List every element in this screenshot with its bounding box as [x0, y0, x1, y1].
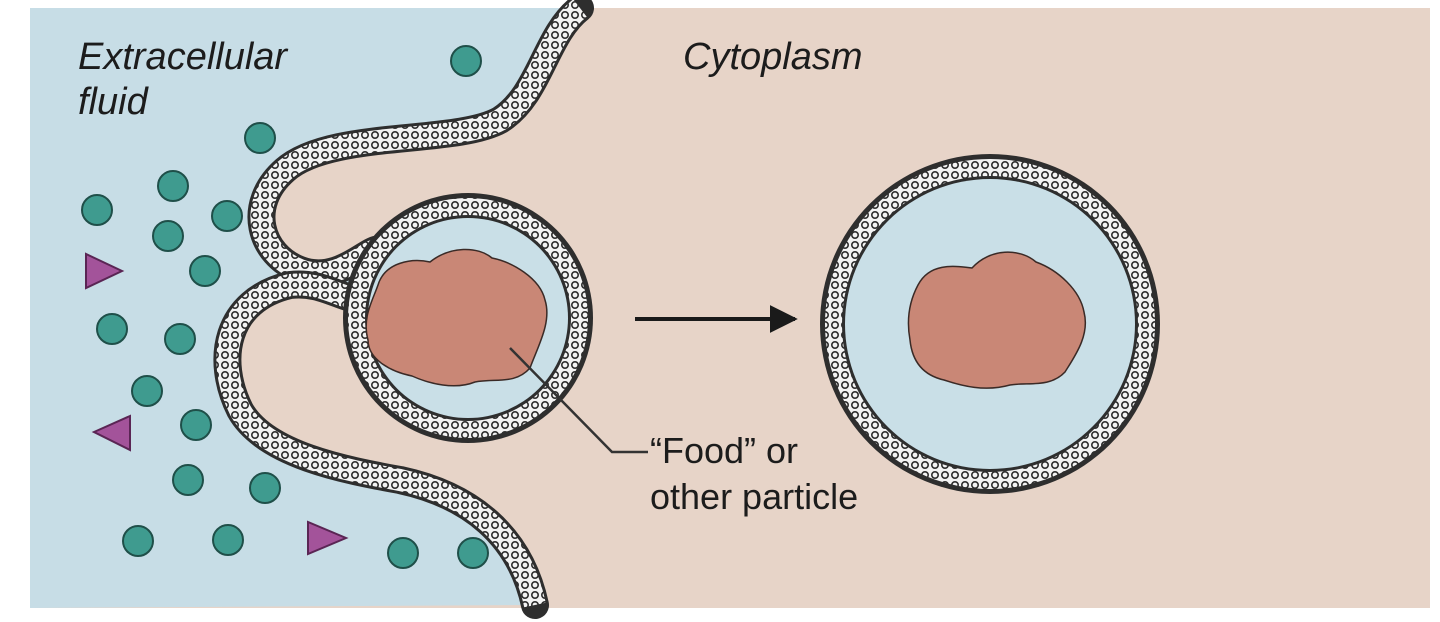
- molecule-triangle: [307, 520, 349, 556]
- molecule-circle: [212, 524, 244, 556]
- molecule-circle: [164, 323, 196, 355]
- food-particle-left: [365, 248, 548, 387]
- extracellular-label-line2: fluid: [78, 81, 150, 123]
- extracellular-molecules: [81, 45, 489, 569]
- extracellular-label-line1: Extracellular: [78, 36, 288, 78]
- molecule-circle: [152, 220, 184, 252]
- molecule-circle: [189, 255, 221, 287]
- particle-label-line2: other particle: [650, 476, 858, 517]
- molecule-circle: [249, 472, 281, 504]
- molecule-circle: [180, 409, 212, 441]
- molecule-triangle: [91, 414, 131, 452]
- molecule-circle: [387, 537, 419, 569]
- molecule-circle: [457, 537, 489, 569]
- cytoplasm-label: Cytoplasm: [683, 36, 863, 78]
- extracellular-region: [30, 8, 580, 608]
- molecule-circle: [450, 45, 482, 77]
- molecule-circle: [131, 375, 163, 407]
- molecule-circle: [244, 122, 276, 154]
- particle-label-line1: “Food” or: [650, 430, 798, 471]
- molecule-circle: [122, 525, 154, 557]
- molecule-circle: [157, 170, 189, 202]
- molecule-circle: [96, 313, 128, 345]
- particle-leader-line: [509, 347, 648, 454]
- molecule-circle: [81, 194, 113, 226]
- molecule-circle: [172, 464, 204, 496]
- molecule-circle: [211, 200, 243, 232]
- food-particle-right: [907, 251, 1087, 389]
- molecule-triangle: [85, 252, 125, 290]
